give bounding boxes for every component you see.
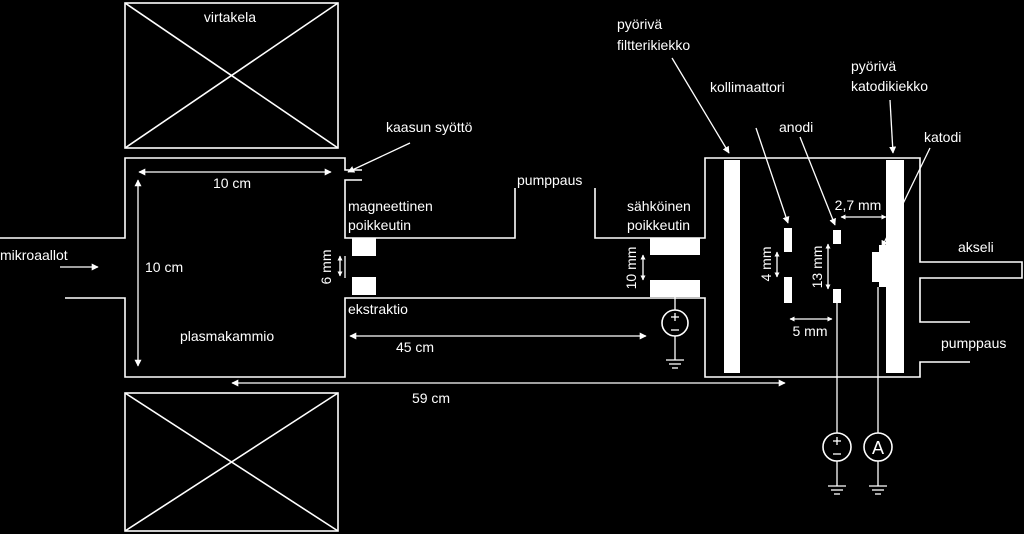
- label-10mm: 10 mm: [623, 247, 639, 290]
- magnetic-deflector-upper: [352, 238, 376, 256]
- label-poikkeutin-magnetic: poikkeutin: [348, 217, 411, 233]
- gas-feed-arrow: [347, 142, 411, 173]
- plasma-chamber-outline: [0, 157, 1023, 378]
- electric-deflector-lower: [650, 280, 700, 297]
- ammeter-label: A: [872, 438, 884, 458]
- collimator-lower: [784, 277, 792, 303]
- ammeter-icon: [863, 432, 893, 486]
- label-poikkeutin-electric: poikkeutin: [627, 217, 690, 233]
- cathode-disc-leader: [889, 99, 897, 154]
- label-5mm: 5 mm: [793, 323, 828, 339]
- label-anodi: anodi: [779, 119, 813, 135]
- label-pyoriva-cathode: pyörivä: [851, 58, 896, 74]
- label-sahkoinen: sähköinen: [627, 198, 691, 214]
- label-virtakela: virtakela: [204, 9, 256, 25]
- label-pumppaus-end: pumppaus: [941, 335, 1006, 351]
- label-4mm: 4 mm: [758, 247, 774, 282]
- filter-disc-leader: [671, 57, 730, 154]
- coil-top: [124, 2, 339, 149]
- label-plasmakammio: plasmakammio: [180, 328, 274, 344]
- label-kollimaattori: kollimaattori: [710, 79, 785, 95]
- anode-leader: [799, 136, 836, 226]
- cathode-leader: [881, 147, 931, 248]
- cathode-holder: [879, 245, 886, 287]
- collimator-upper: [784, 228, 792, 252]
- label-mikroaallot: mikroaallot: [0, 247, 68, 263]
- label-kaasun-syotto: kaasun syöttö: [386, 119, 473, 135]
- label-ekstraktio: ekstraktio: [348, 301, 408, 317]
- anode-voltage-source-icon: [822, 432, 852, 486]
- cathode-disc: [886, 160, 904, 373]
- label-filtterikiekko: filtterikiekko: [617, 37, 690, 53]
- label-pyoriva-filter: pyörivä: [617, 16, 662, 32]
- magnetic-deflector-lower: [352, 277, 376, 295]
- ground-icon: [666, 359, 684, 369]
- label-magneettinen: magneettinen: [348, 198, 433, 214]
- electric-deflector-upper: [650, 238, 700, 255]
- deflector-voltage-source-icon: [661, 309, 689, 360]
- label-10cm-vertical: 10 cm: [145, 259, 183, 275]
- label-pumppaus-main: pumppaus: [517, 172, 582, 188]
- collimator-leader: [755, 127, 790, 224]
- coil-bottom: [124, 392, 339, 532]
- anode-lower: [833, 289, 841, 303]
- label-59cm: 59 cm: [412, 390, 450, 406]
- filter-disc: [724, 160, 740, 373]
- label-6mm: 6 mm: [318, 250, 334, 285]
- ground-icon: [869, 485, 887, 495]
- label-10cm-horizontal: 10 cm: [213, 175, 251, 191]
- label-2-7mm: 2,7 mm: [835, 197, 882, 213]
- label-akseli: akseli: [958, 239, 994, 255]
- label-katodikiekko: katodikiekko: [851, 78, 928, 94]
- ground-icon: [828, 485, 846, 495]
- label-katodi: katodi: [924, 129, 961, 145]
- label-45cm: 45 cm: [396, 339, 434, 355]
- label-13mm: 13 mm: [809, 246, 825, 289]
- anode-upper: [833, 230, 841, 244]
